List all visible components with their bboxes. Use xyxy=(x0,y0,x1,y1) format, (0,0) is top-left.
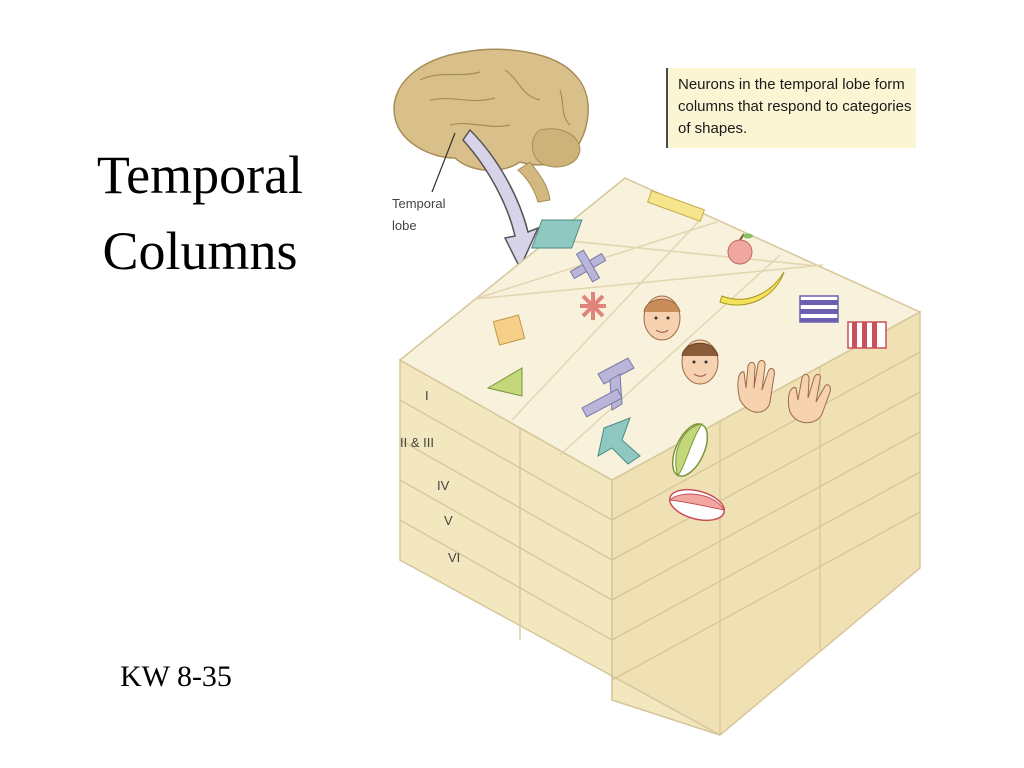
brain-label-line-2: lobe xyxy=(392,218,417,233)
striped-rectangle-icon xyxy=(847,321,887,349)
hand-icon-1 xyxy=(737,359,775,413)
slide-reference: KW 8-35 xyxy=(120,660,232,693)
cross-shape-icon xyxy=(569,249,607,283)
layer-label: I xyxy=(425,388,429,403)
asterisk-shape-icon xyxy=(580,292,606,320)
banana-icon xyxy=(719,271,785,306)
zoom-arrow-icon xyxy=(462,128,540,270)
square-shape-icon xyxy=(492,314,526,346)
layer-label: VI xyxy=(448,550,460,565)
brain-label-line-1: Temporal xyxy=(392,196,446,211)
brain-label-pointer xyxy=(431,132,456,193)
face-icon-2 xyxy=(681,339,719,385)
slide-title-line-2: Columns xyxy=(102,221,298,281)
rectangle-shape-icon xyxy=(531,219,583,249)
t-shape-icon xyxy=(581,357,635,418)
figure-caption: Neurons in the temporal lobe form column… xyxy=(666,68,916,148)
triangle-shape-icon xyxy=(486,367,523,397)
arrow-shape-icon xyxy=(597,417,641,465)
layer-labels: I II & III IV V VI xyxy=(400,388,460,565)
half-ellipse-vertical-icon xyxy=(671,423,709,478)
apple-icon xyxy=(727,233,753,265)
layer-label: IV xyxy=(437,478,450,493)
hand-icon-2 xyxy=(787,373,831,424)
brain-illustration xyxy=(393,48,589,203)
layer-label: II & III xyxy=(400,435,434,450)
bar-shape-icon xyxy=(646,190,706,222)
face-icon-1 xyxy=(643,295,681,341)
striped-square-icon xyxy=(799,295,839,323)
slide-title-line-1: Temporal xyxy=(96,145,304,205)
half-ellipse-horizontal-icon xyxy=(668,488,726,522)
layer-label: V xyxy=(444,513,453,528)
cortex-cube xyxy=(398,177,922,736)
